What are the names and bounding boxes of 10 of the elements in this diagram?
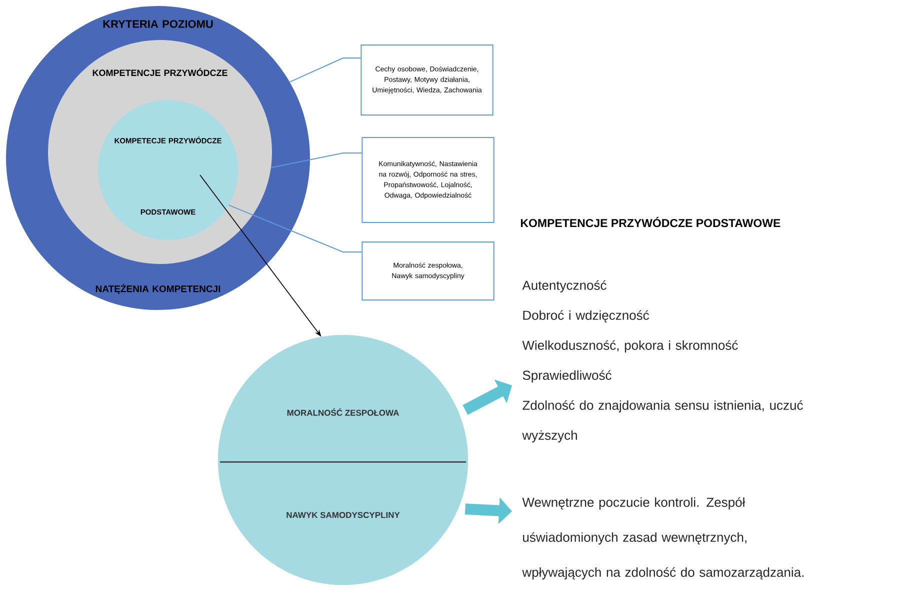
heading: KOMPETENCJE PRZYWÓDCZE PODSTAWOWE [520,216,780,228]
node-label: MORALNOŚĆ ZESPOŁOWA [287,408,399,416]
list-text: Wewnętrzne poczucie kontroli. Zespół uświadomionych zasad wewnętrznych, wpływających na zdolność do samozarządzania. [522,497,804,580]
leader-line [270,152,362,168]
circle-half: NAWYK SAMODYSCYPLINY [218,460,468,585]
circle-half: MORALNOŚĆ ZESPOŁOWA [218,335,468,460]
leader-line [289,58,362,82]
block-arrow [462,380,512,415]
leader-line [228,204,362,252]
list-text: Autentyczność Dobroć i wdzięczność Wielkoduszność, pokora i skromność Sprawiedliwość Zdolność do znajdowania sensu istnienia, uczuć wyższych [522,280,803,442]
